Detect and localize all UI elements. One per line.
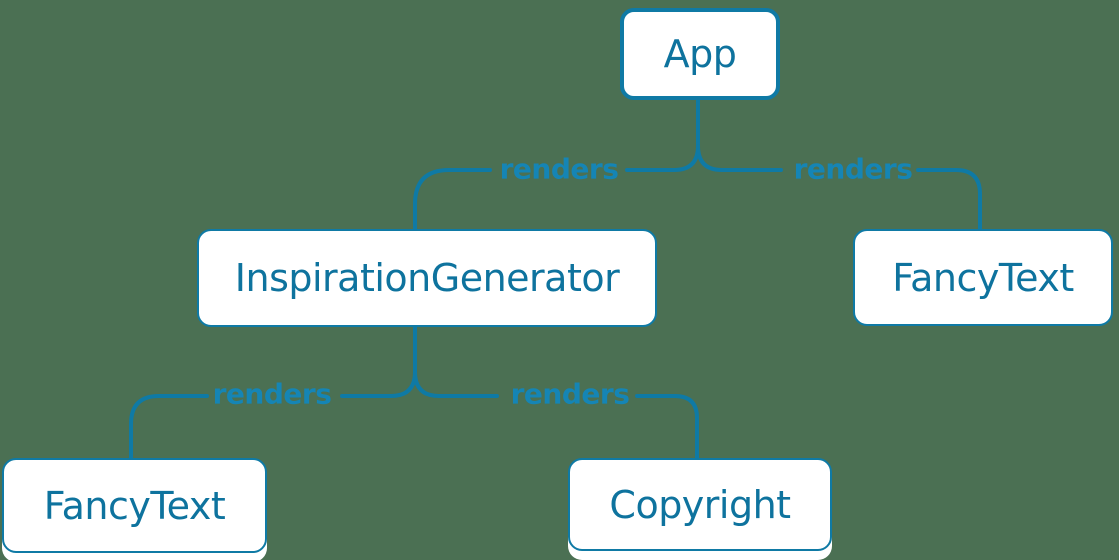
edge-label-inspirationgenerator-copyright: renders <box>510 377 630 411</box>
edge-label-inspirationgenerator-fancytext: renders <box>212 377 332 411</box>
node-inspiration-generator-label: InspirationGenerator <box>234 256 620 300</box>
node-copyright: Copyright <box>568 458 832 551</box>
edge-app-to-inspirationgenerator-line-a <box>625 144 700 172</box>
node-app: App <box>620 8 780 100</box>
node-fancy-text-bottom-label: FancyText <box>43 483 226 528</box>
edge-app-to-fancytext-line-b <box>916 168 982 231</box>
edge-inspirationgenerator-to-copyright-line-b <box>635 394 699 460</box>
edge-inspirationgenerator-to-fancytext-line-a <box>340 370 417 398</box>
node-copyright-label: Copyright <box>609 482 791 527</box>
node-fancy-text-top-label: FancyText <box>892 255 1074 300</box>
node-app-label: App <box>663 32 737 76</box>
node-fancy-text-top: FancyText <box>853 229 1113 326</box>
edge-app-to-inspirationgenerator-line-b <box>413 168 492 231</box>
edge-inspirationgenerator-to-fancytext-line-b <box>129 394 209 460</box>
edge-inspirationgenerator-to-copyright-line-a <box>413 370 499 398</box>
edge-label-app-inspirationgenerator: renders <box>499 152 619 186</box>
edge-label-app-fancytext: renders <box>793 152 913 186</box>
node-inspiration-generator: InspirationGenerator <box>197 229 657 327</box>
edge-app-to-fancytext-line-a <box>696 144 783 172</box>
node-fancy-text-bottom: FancyText <box>2 458 267 553</box>
